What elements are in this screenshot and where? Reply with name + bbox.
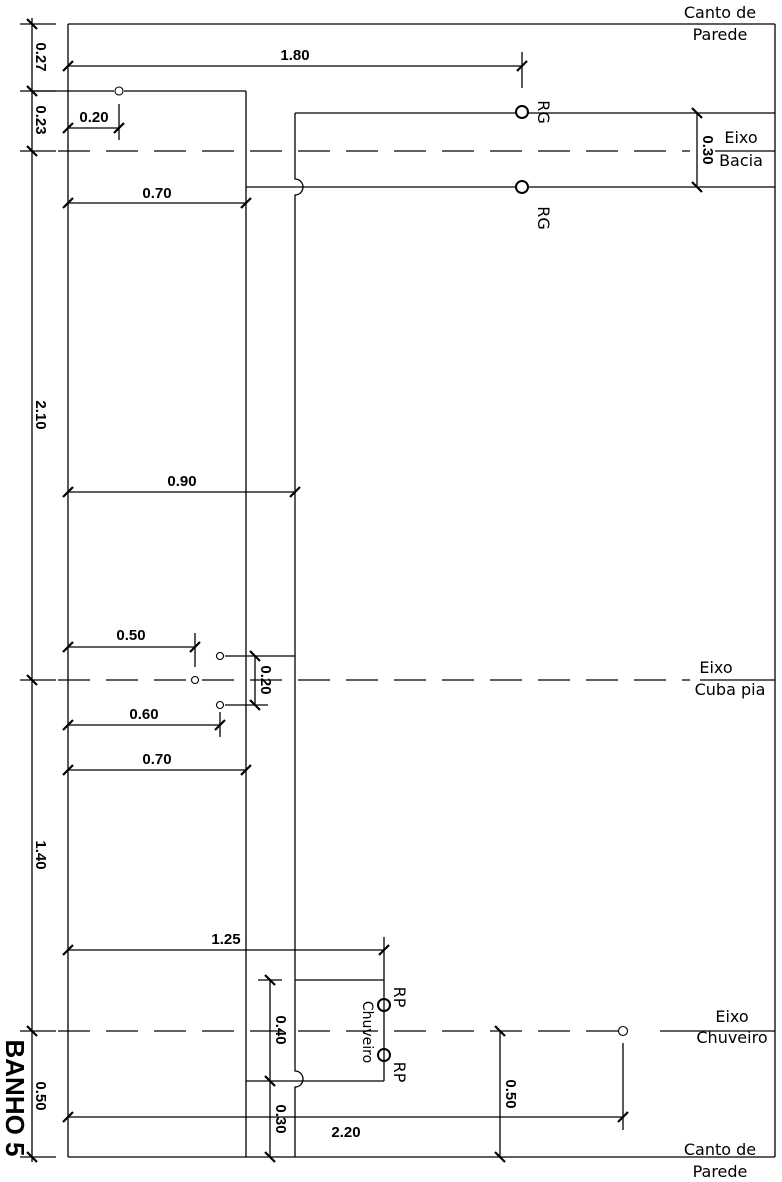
fixture-points <box>190 105 629 1062</box>
outer-frame <box>67 23 776 1158</box>
labels: Canto de Parede Eixo Bacia RG RG Eixo Cu… <box>359 3 768 1181</box>
dim-0-20: 0.20 <box>79 109 108 126</box>
dim-0-30-shower: 0.30 <box>272 1104 289 1133</box>
label-axis-toilet-1: Eixo <box>724 128 757 147</box>
rp-top-point <box>377 998 391 1012</box>
dim-0-50-left: 0.50 <box>32 1081 49 1110</box>
dim-1-25: 1.25 <box>211 931 240 948</box>
dim-0-70-mid: 0.70 <box>142 751 171 768</box>
label-rg-bottom: RG <box>534 206 553 230</box>
dim-0-23: 0.23 <box>32 105 49 134</box>
interior-lines <box>30 86 775 1157</box>
horizontal-dimensions: 1.80 0.20 0.70 0.90 0.50 0.60 0.70 <box>62 47 629 1141</box>
dim-0-30-toilet: 0.30 <box>699 135 716 164</box>
label-axis-toilet-2: Bacia <box>719 151 763 170</box>
label-axis-shower-2: Chuveiro <box>696 1028 767 1047</box>
label-axis-sink-2: Cuba pia <box>695 680 766 699</box>
axis-lines <box>58 150 775 1032</box>
label-axis-sink-1: Eixo <box>699 658 732 677</box>
dim-0-50-sink: 0.50 <box>116 627 145 644</box>
sink-point-upper <box>215 651 225 661</box>
rg-bottom-point <box>515 180 529 194</box>
label-corner-top-2: Parede <box>693 25 748 44</box>
dim-2-20: 2.20 <box>331 1124 360 1141</box>
dim-1-40: 1.40 <box>32 840 49 869</box>
left-dimension-chain: 0.27 0.23 2.10 1.40 0.50 <box>20 18 56 1163</box>
dim-0-60: 0.60 <box>129 706 158 723</box>
sink-point-lower <box>215 700 225 710</box>
label-corner-bottom-2: Parede <box>693 1162 748 1181</box>
label-rg-top: RG <box>534 100 553 124</box>
rg-top-point <box>515 105 529 119</box>
label-axis-shower-1: Eixo <box>715 1007 748 1026</box>
dim-0-40-shower: 0.40 <box>272 1015 289 1044</box>
label-rp-shower: Chuveiro <box>359 1001 375 1063</box>
sink-axis-point <box>190 675 200 685</box>
label-corner-top-1: Canto de <box>684 3 756 22</box>
dim-0-90: 0.90 <box>167 473 196 490</box>
rp-bottom-point <box>377 1048 391 1062</box>
dim-0-27: 0.27 <box>32 42 49 71</box>
dim-1-80: 1.80 <box>280 47 309 64</box>
label-rp-top: RP <box>390 987 409 1008</box>
dim-0-50-right: 0.50 <box>502 1079 519 1108</box>
dim-0-20-sink: 0.20 <box>257 665 274 694</box>
drawing-title: BANHO 5 <box>0 1039 30 1156</box>
shower-axis-point <box>617 1025 629 1037</box>
label-corner-bottom-1: Canto de <box>684 1140 756 1159</box>
label-rp-bottom: RP <box>390 1062 409 1083</box>
reference-point-top <box>114 86 124 96</box>
dim-2-10: 2.10 <box>32 400 49 429</box>
dim-0-70-top: 0.70 <box>142 185 171 202</box>
vertical-dimensions: 0.30 0.20 0.40 0.30 0.50 <box>249 107 716 1163</box>
